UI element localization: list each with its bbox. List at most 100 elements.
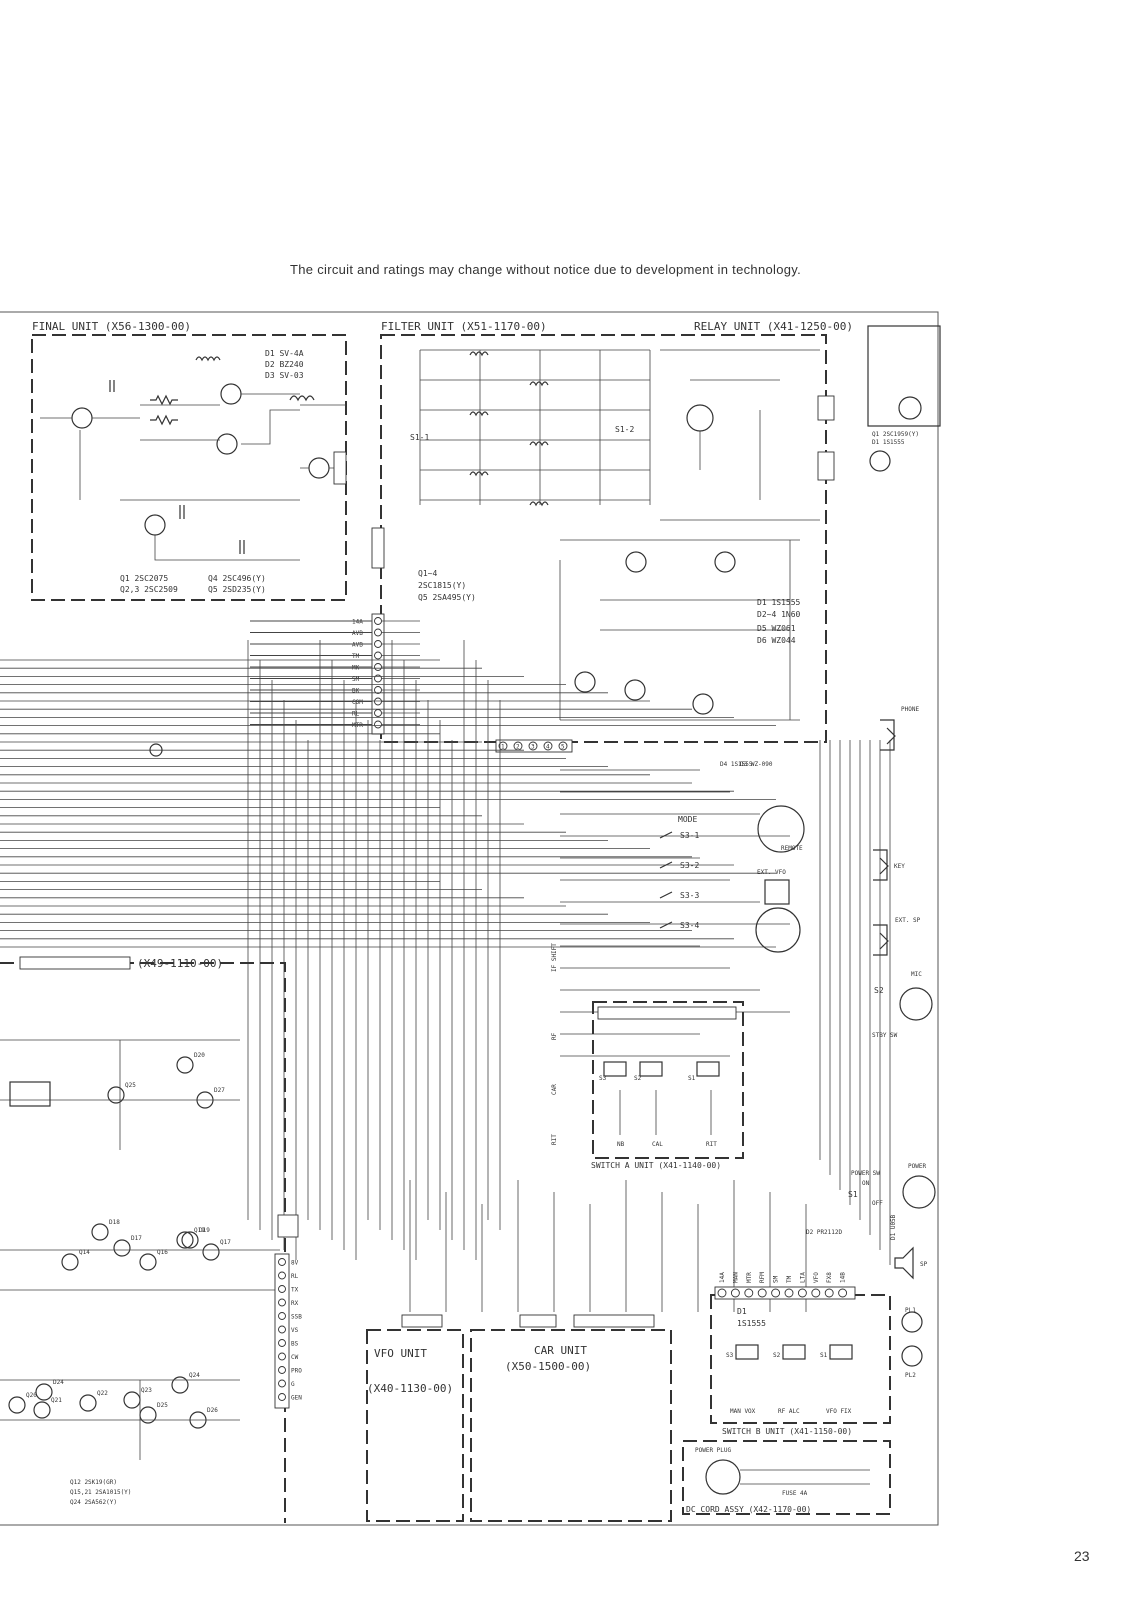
j42-pin — [374, 651, 382, 660]
j45-pin — [543, 741, 553, 751]
vfo-unit-part: (X40-1130-00) — [367, 1382, 453, 1395]
switch-a-cal: CAL — [652, 1141, 663, 1148]
relay-q5 — [574, 671, 596, 693]
speaker-icon — [894, 1246, 914, 1280]
switch-a-s1: S1 — [688, 1075, 696, 1082]
j45-pin-number: 4 — [546, 744, 550, 751]
switch-a-s3-body — [603, 1061, 627, 1077]
switch-b-title: SWITCH B UNIT (X41-1150-00) — [722, 1427, 852, 1436]
j45-pin-number: 3 — [531, 744, 535, 751]
j6-pin-label: SSB — [291, 1314, 302, 1321]
j45-pin-number: 2 — [516, 744, 520, 751]
j45-pin — [528, 741, 538, 751]
x49-device — [33, 1401, 51, 1419]
x49-device — [171, 1376, 189, 1394]
sp-label: SP — [920, 1261, 928, 1268]
switch-b-d1: D1 — [737, 1307, 747, 1316]
switch-a-s3: S3 — [599, 1075, 607, 1082]
j6-pin-label: VS — [291, 1327, 299, 1334]
dc-cord-border — [682, 1440, 891, 1515]
j6-pin-label: RL — [291, 1273, 299, 1280]
phone-label: PHONE — [901, 706, 919, 713]
pl2-label: PL2 — [905, 1372, 916, 1379]
mode-s3-3: S3-3 — [680, 891, 699, 900]
switch-b-s2: S2 — [773, 1352, 781, 1359]
vfo-unit: VFO UNIT (X40-1130-00) — [366, 1314, 464, 1522]
switch-a-nb: NB — [617, 1141, 625, 1148]
j53-pin — [811, 1288, 821, 1298]
switch-b-s2-body — [782, 1344, 806, 1360]
j6-pin-label: BS — [291, 1341, 299, 1348]
ant-connector — [869, 450, 891, 472]
relay-ant-jack — [817, 395, 835, 421]
x49-unit-title: (X49-1110-00) — [137, 957, 223, 970]
ext-sp-jack — [873, 924, 889, 956]
x49-device — [79, 1394, 97, 1412]
j53-pin — [730, 1288, 740, 1298]
stby-sw-label: STBY SW — [872, 1032, 898, 1039]
j6-pin — [278, 1298, 286, 1307]
switch-b-s3-body — [735, 1344, 759, 1360]
ext-vfo-label: EXT. VFO — [757, 869, 786, 876]
j41-connector — [333, 451, 347, 485]
remote-label: REMOTE — [781, 845, 803, 852]
power-sw-label: POWER SW — [851, 1170, 880, 1177]
x49-device-label: D27 — [214, 1087, 225, 1094]
switch-b-s1: S1 — [820, 1352, 828, 1359]
j6-pin — [278, 1285, 286, 1293]
dc-cord-unit: POWER PLUG FUSE 4A DC CORD ASSY (X42-117… — [682, 1440, 891, 1515]
s1-power-label: S1 — [848, 1190, 858, 1199]
harness-lines — [0, 640, 891, 1312]
j42-pin-label: AVB — [352, 642, 363, 649]
x49-device-label: Q23 — [141, 1387, 152, 1394]
j6-pin — [278, 1312, 286, 1320]
j53-pin-label: FX8 — [826, 1272, 833, 1283]
x49-device-label: D18 — [109, 1219, 120, 1226]
pilot-lamp-2 — [901, 1345, 923, 1367]
x49-device-label: D19 — [199, 1227, 210, 1234]
car-unit-border — [470, 1329, 672, 1522]
relay-meter — [686, 404, 714, 432]
x49-module — [9, 1081, 51, 1107]
x49-part-3: Q24 2SA562(Y) — [70, 1499, 117, 1506]
j53-pin — [771, 1288, 781, 1298]
j42-pin — [374, 720, 382, 729]
power-plug — [705, 1459, 741, 1495]
page-frame — [0, 311, 939, 1526]
switch-a-unit: SWITCH A UNIT (X41-1140-00) S3 S2 S1 NB … — [591, 1001, 744, 1170]
j6-pin — [278, 1352, 286, 1361]
final-unit-border — [31, 334, 347, 601]
j6-pin — [278, 1379, 286, 1388]
mic-socket — [899, 987, 933, 1021]
relay-q3 — [692, 693, 714, 715]
q5-transistor — [308, 457, 330, 479]
j53-pin-label: 14B — [840, 1272, 847, 1283]
j42-pin — [374, 663, 382, 671]
j42-feed-lines — [250, 620, 372, 726]
x49-device-label: D26 — [207, 1407, 218, 1414]
x49-device — [107, 1086, 125, 1104]
j42-pin — [374, 628, 382, 637]
switch-a-s2-body — [639, 1061, 663, 1077]
switch-b-s1-body — [829, 1344, 853, 1360]
j42-pin-label: AVB — [352, 630, 363, 637]
j44-connector — [371, 527, 385, 569]
j6-pin — [278, 1339, 286, 1347]
j45-pin-number: 1 — [501, 744, 505, 751]
final-spec-5: Q2,3 2SC2509 — [120, 585, 178, 594]
switch-a-rit: RIT — [706, 1141, 717, 1148]
car-unit-title: CAR UNIT — [534, 1344, 587, 1357]
j53-pin-label: TM — [786, 1275, 793, 1283]
x49-device — [139, 1253, 157, 1271]
j53-pin-label: SM — [773, 1275, 780, 1283]
j53-pin-label: RFM — [759, 1272, 766, 1283]
mode-label: MODE — [678, 815, 697, 824]
j45-pin-number: 5 — [561, 744, 565, 751]
j6-pin-label: 8V — [291, 1260, 299, 1267]
page-number: 23 — [1074, 1548, 1090, 1564]
j6-pin-label: PRO — [291, 1368, 302, 1375]
relay-spec-4: D1 1S1555 — [757, 598, 801, 607]
x49-device — [91, 1223, 109, 1241]
vfo-unit-border — [366, 1329, 464, 1522]
